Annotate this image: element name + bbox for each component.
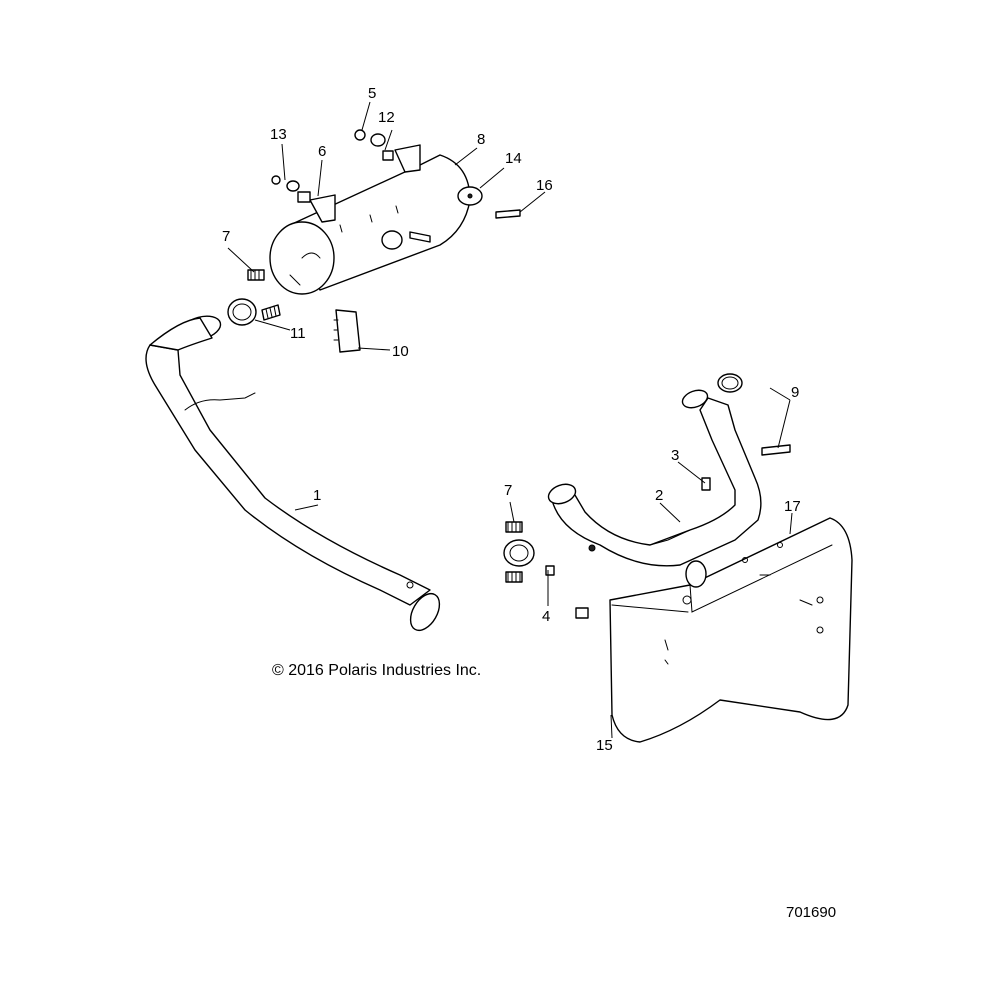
bolt-part-4 [545,565,589,619]
spacer-part-6 [297,191,311,203]
callout-9: 9 [791,384,799,401]
callout-12: 12 [378,109,395,126]
copyright-notice: © 2016 Polaris Industries Inc. [272,662,481,679]
heat-shield-part-15 [609,517,853,743]
nut-part-13 [271,175,300,192]
callout-3: 3 [671,447,679,464]
clamp-part-9 [717,373,791,456]
callout-4: 4 [542,608,550,625]
callout-14: 14 [505,150,522,167]
callout-1: 1 [313,487,321,504]
exhaust-pipe-part-1 [145,315,441,632]
leader-lines [227,101,793,739]
callout-8: 8 [477,131,485,148]
washer-part-14 [457,186,483,206]
nut-part-5 [354,129,366,141]
callout-17: 17 [784,498,801,515]
washer-part-12 [370,133,394,161]
callout-15: 15 [596,737,613,754]
callout-5: 5 [368,85,376,102]
callout-16: 16 [536,177,553,194]
muffler-part-8 [269,144,471,295]
callout-6: 6 [318,143,326,160]
isolator-part-10 [333,309,361,353]
document-number: 701690 [786,904,836,921]
gasket-part-11 [227,298,257,326]
exhaust-pipe-part-2 [547,389,762,588]
callout-10: 10 [392,343,409,360]
bolt-part-3 [701,477,711,491]
spring-part-7-upper [247,269,281,321]
callout-7-lower: 7 [504,482,512,499]
bolt-part-16 [495,209,521,219]
callout-13: 13 [270,126,287,143]
callout-7-upper: 7 [222,228,230,245]
spring-part-7-lower [503,521,535,583]
callout-11: 11 [290,325,306,342]
callout-2: 2 [655,487,663,504]
